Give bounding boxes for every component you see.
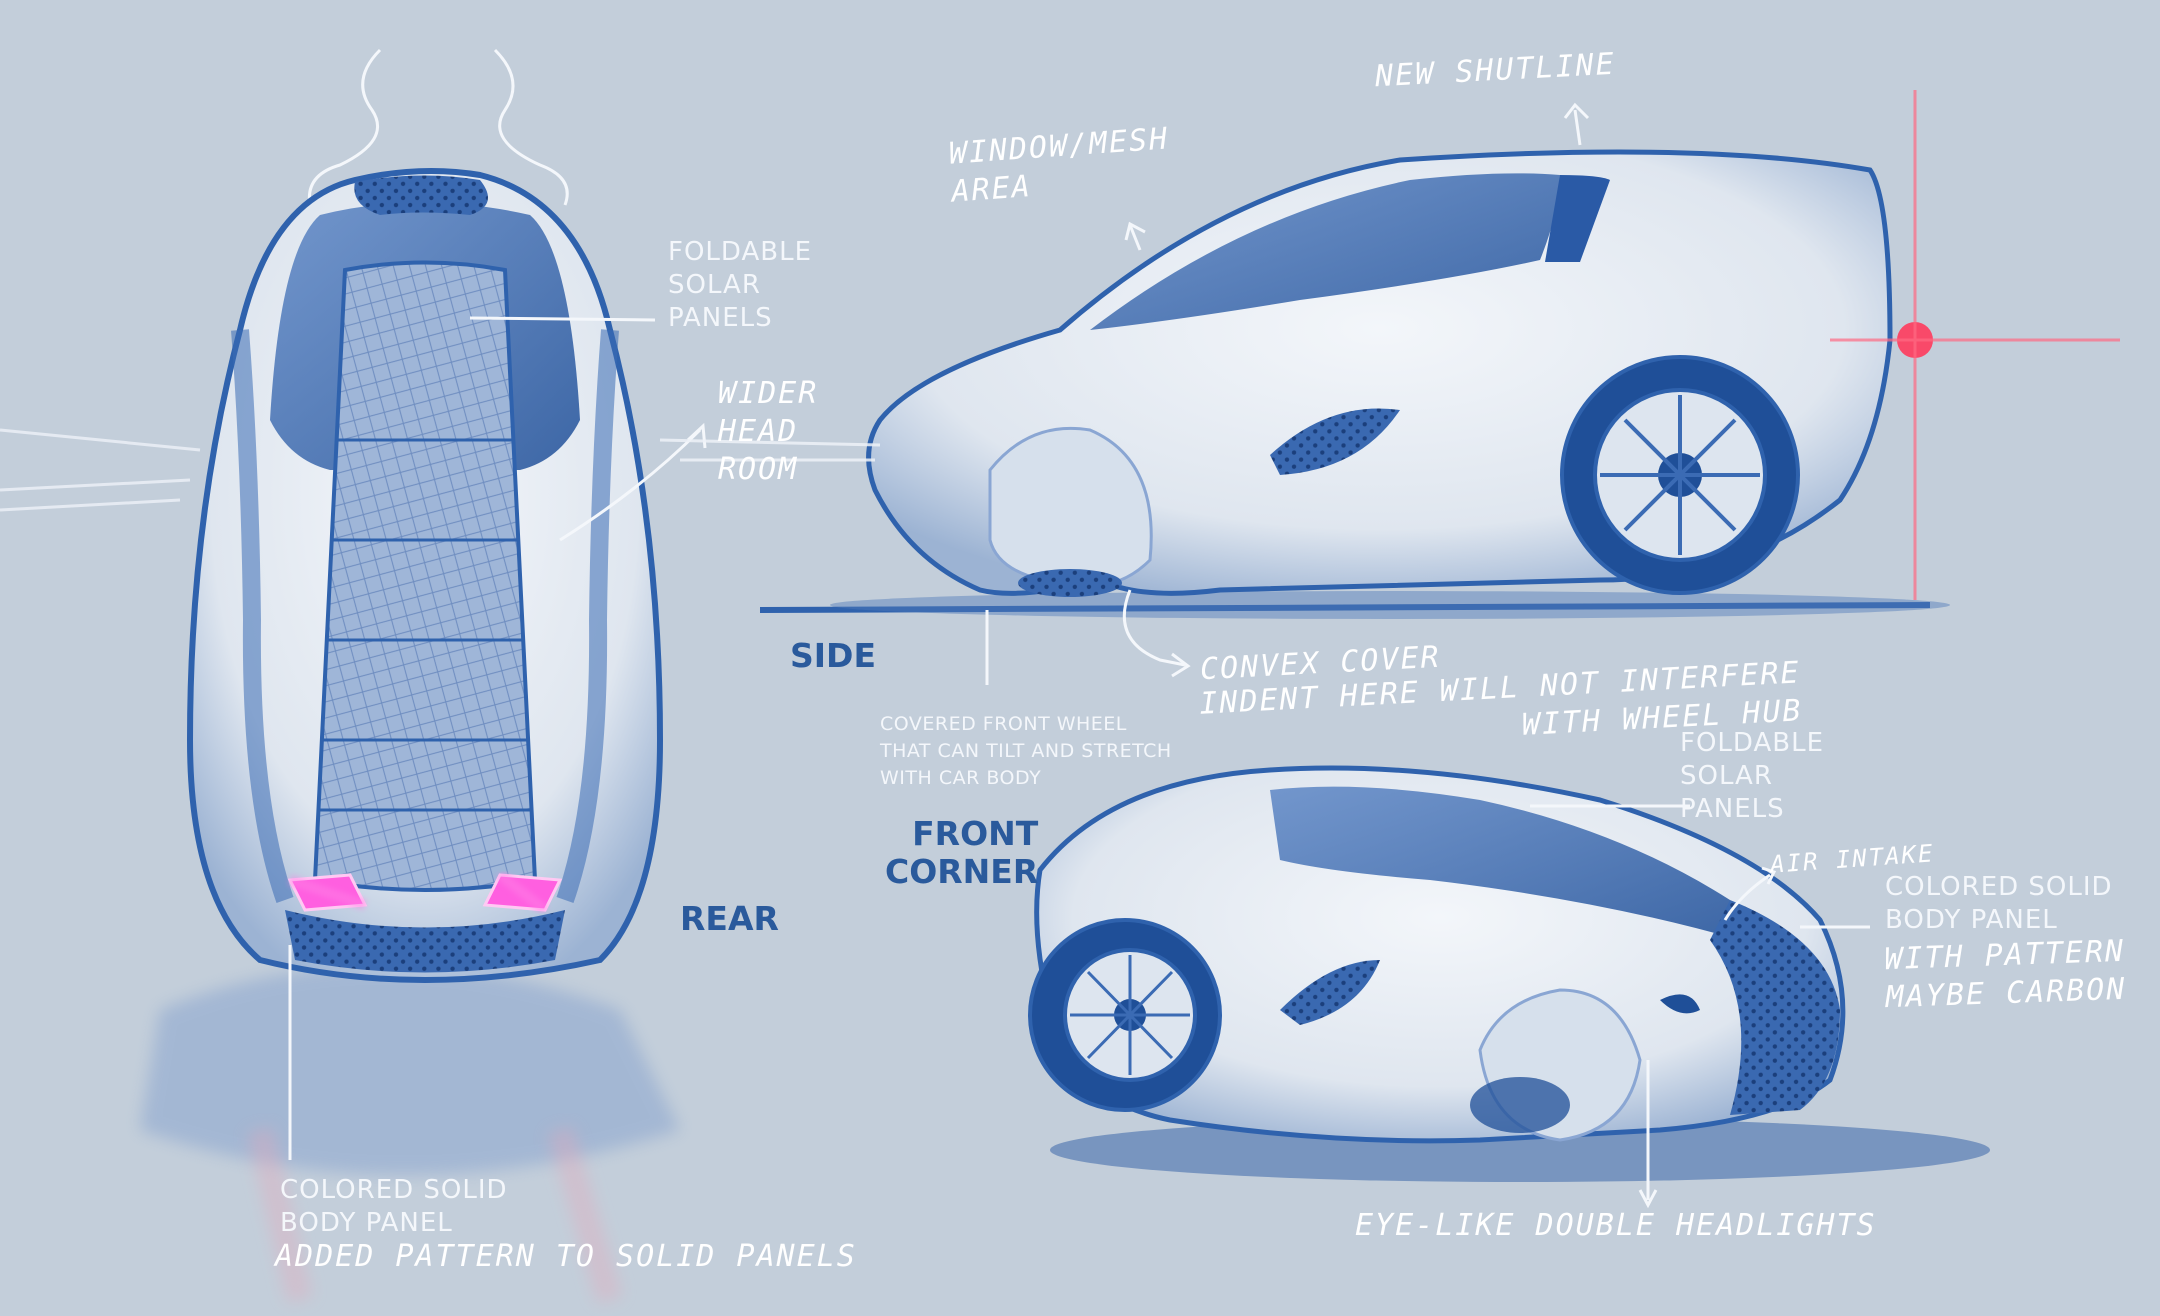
label-colored-panel-rear: COLORED SOLID BODY PANEL (280, 1175, 508, 1238)
label-wider-head-room: WIDER HEAD ROOM (718, 376, 819, 487)
rear-view-sketch (0, 48, 707, 1304)
label-foldable-solar-top: FOLDABLE SOLAR PANELS (668, 237, 813, 333)
view-label-side: SIDE (790, 636, 876, 675)
label-pattern-carbon: WITH PATTERN MAYBE CARBON (1883, 933, 2127, 1016)
view-label-rear: REAR (680, 899, 779, 938)
side-view-sketch (659, 90, 2120, 685)
label-colored-panel-right: COLORED SOLID BODY PANEL (1885, 872, 2113, 935)
view-label-front-corner: FRONT CORNER (885, 814, 1039, 891)
front-corner-sketch (1028, 765, 1990, 1209)
label-foldable-solar-front: FOLDABLE SOLAR PANELS (1680, 728, 1825, 824)
label-added-pattern: ADDED PATTERN TO SOLID PANELS (275, 1239, 857, 1274)
label-window-mesh: WINDOW/MESH AREA (947, 121, 1171, 210)
label-covered-front-wheel: COVERED FRONT WHEEL THAT CAN TILT AND ST… (880, 713, 1172, 789)
label-headlights: EYE-LIKE DOUBLE HEADLIGHTS (1355, 1208, 1877, 1243)
